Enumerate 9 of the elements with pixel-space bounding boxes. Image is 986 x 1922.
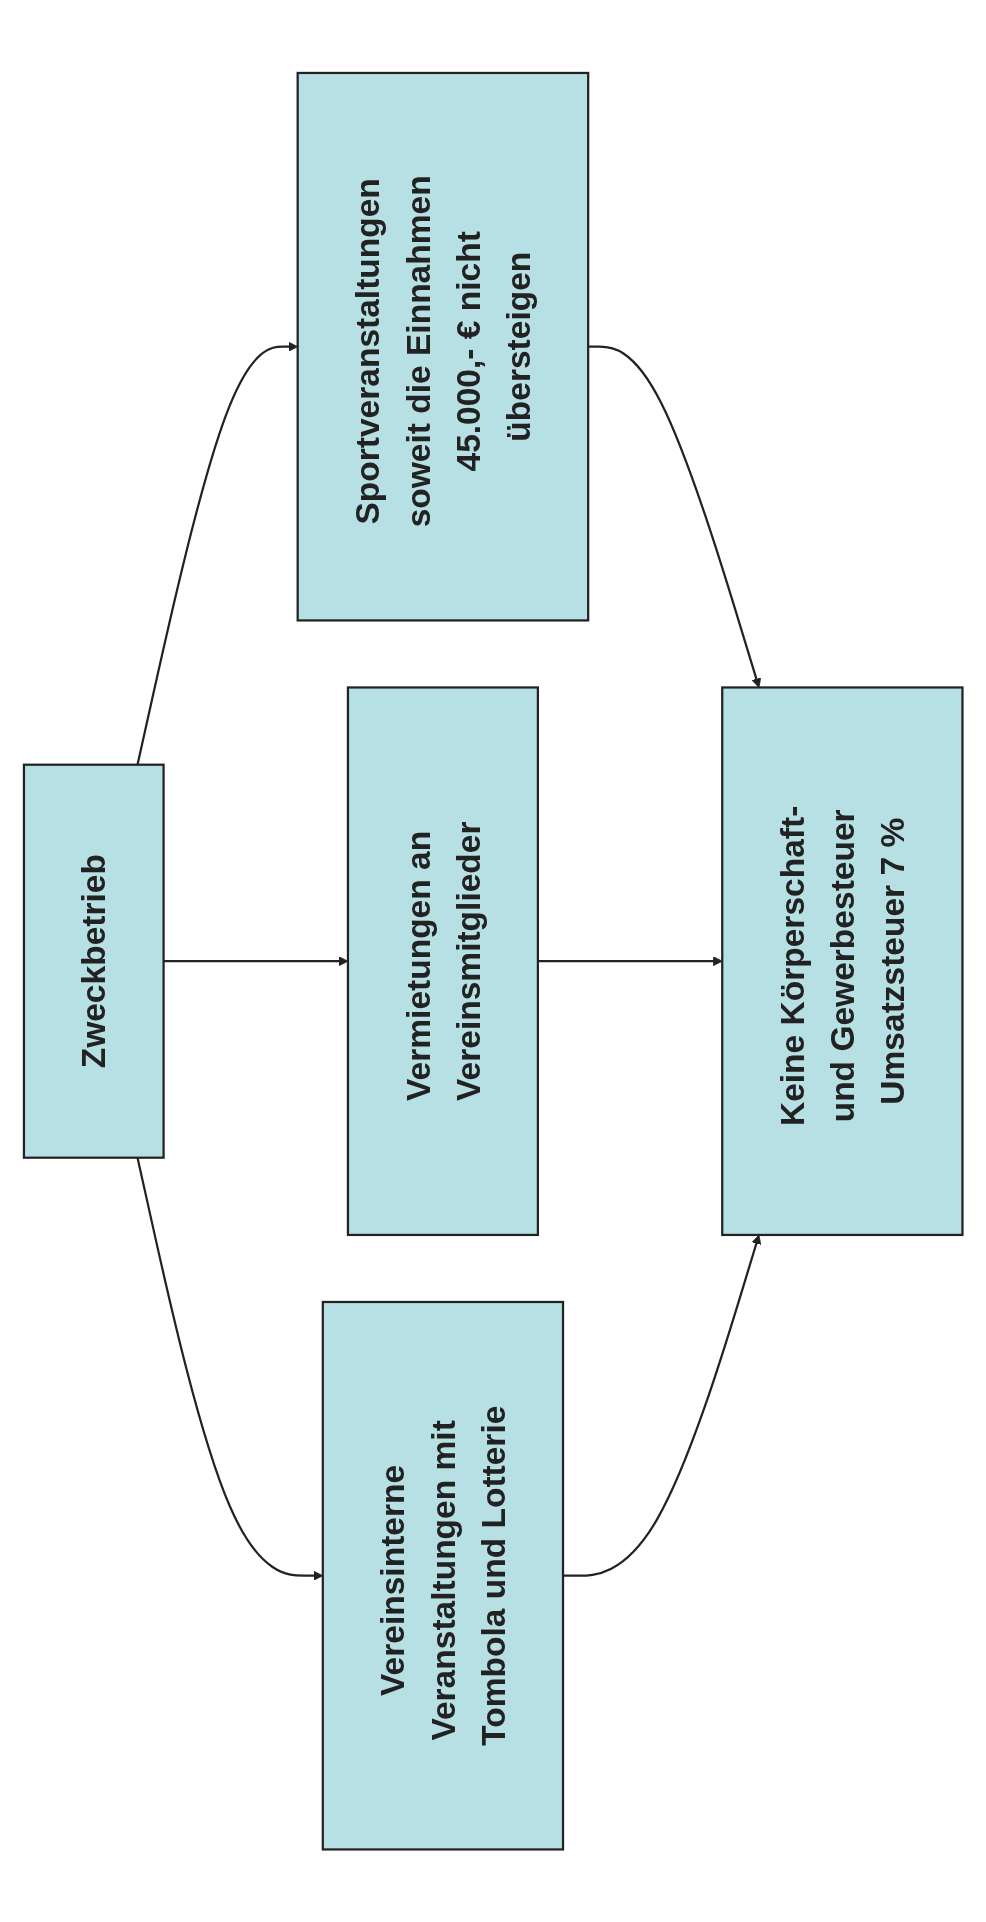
node-box: Keine Körperschaft- und Gewerbesteuer Umsatzsteuer 7 %: [720, 686, 964, 1236]
node-box: Zweckbetrieb: [22, 763, 165, 1159]
arrow: [588, 345, 761, 688]
node-box: Vermietungen an Vereinsmitglieder: [346, 686, 539, 1236]
arrow: [562, 1234, 761, 1577]
node-box: Sportveranstaltungen soweit die Einnahmen 45.000,- € nicht übersteigen: [296, 71, 590, 622]
node-box: Vereinsinterne Veranstaltungen mit Tombola und Lotterie: [321, 1300, 564, 1851]
arrow: [136, 341, 298, 765]
arrow: [537, 956, 723, 966]
